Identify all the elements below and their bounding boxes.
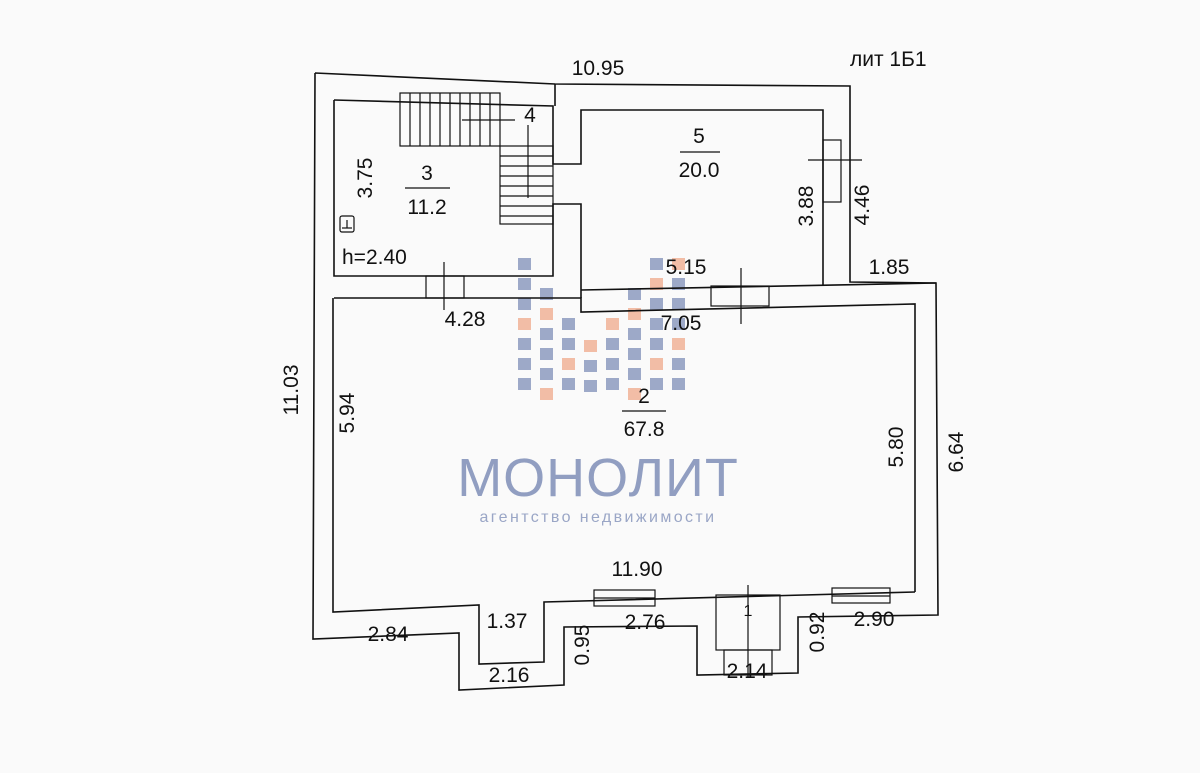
watermark-logo-square [650,378,663,390]
watermark-logo-square [606,318,619,330]
watermark-logo-square [672,358,685,370]
watermark-logo-square [584,380,597,392]
watermark-logo-square [518,278,531,290]
watermark-logo-square [628,308,641,320]
watermark-logo-square [650,298,663,310]
watermark-logo-square [628,328,641,340]
dim-216: 2.16 [489,664,530,687]
room-2-wall [332,298,916,665]
watermark-logo-square [584,340,597,352]
watermark-logo-square [650,318,663,330]
watermark-logo-square [672,298,685,310]
watermark-logo-square [606,378,619,390]
watermark-logo-square [672,338,685,350]
watermark-logo-square [540,388,553,400]
partition-wall [334,297,916,592]
watermark-logo-square [628,348,641,360]
watermark-logo-square [562,358,575,370]
watermark-logo-square [628,388,641,400]
room-3-number: 3 [421,162,433,185]
watermark-logo-square [540,288,553,300]
door [425,275,465,299]
lit-label: лит 1Б1 [850,48,927,71]
room-5-number: 5 [693,125,705,148]
room-2-number: 2 [638,385,650,408]
dim-right-outer: 6.64 [945,431,968,472]
watermark-logo-square [540,348,553,360]
dim-top: 10.95 [572,57,625,80]
dim-705: 7.05 [661,312,702,335]
dim-137: 1.37 [487,610,528,633]
dim-bottom-inner: 11.90 [612,558,663,581]
dim-room5-inner: 3.88 [795,186,818,227]
dim-428: 4.28 [445,308,486,331]
dim-276: 2.76 [625,611,666,634]
staircase [399,92,554,225]
door [710,285,770,307]
watermark-logo-square [628,288,641,300]
watermark-logo-square [672,258,685,270]
dim-284: 2.84 [368,623,409,646]
dim-room3-height: 3.75 [354,158,377,199]
room-2-area: 67.8 [624,418,665,441]
watermark-logo-square [584,360,597,372]
watermark-logo-square [518,318,531,330]
dim-515: 5.15 [666,256,707,279]
dim-214: 2.14 [727,660,768,683]
watermark-logo-square [606,358,619,370]
watermark-logo-square [672,318,685,330]
room-4-number: 4 [524,104,536,127]
watermark-logo-square [628,368,641,380]
window [822,139,842,203]
watermark-logo-square [562,318,575,330]
watermark-title: МОНОЛИТ [457,448,739,508]
dim-092: 0.92 [806,612,829,653]
watermark-logo-square [562,378,575,390]
room-3-area: 11.2 [407,196,446,219]
watermark-logo-square [518,338,531,350]
dim-room5-outer: 4.46 [851,185,874,226]
watermark-logo-square [606,338,619,350]
watermark-logo-square [518,358,531,370]
watermark-logo-square [540,368,553,380]
watermark-logo [518,258,685,400]
watermark-logo-square [518,298,531,310]
watermark-logo-square [650,258,663,270]
watermark-logo-square [518,258,531,270]
room-3-wall-bottom [333,100,582,298]
porch [715,585,781,678]
watermark-logo-square [672,278,685,290]
ceiling-height: h=2.40 [342,246,407,269]
watermark-logo-square [650,338,663,350]
dim-room2-left: 5.94 [336,392,359,433]
heater-icon [339,215,355,233]
dim-right-step: 1.85 [869,256,910,279]
room-1-number: 1 [744,603,753,620]
watermark-subtitle: агентство недвижимости [479,509,716,526]
room-3-wall [333,99,824,285]
watermark-logo-square [540,308,553,320]
watermark-logo-square [650,358,663,370]
watermark-logo-square [540,328,553,340]
watermark-logo-square [518,378,531,390]
watermark-logo-square [672,378,685,390]
dim-290: 2.90 [854,608,895,631]
dim-095: 0.95 [571,625,594,666]
room-5-area: 20.0 [679,159,720,182]
dim-left-outer: 11.03 [280,365,303,416]
watermark-logo-square [650,278,663,290]
watermark-logo-square [562,338,575,350]
dim-room2-right: 5.80 [885,427,908,468]
